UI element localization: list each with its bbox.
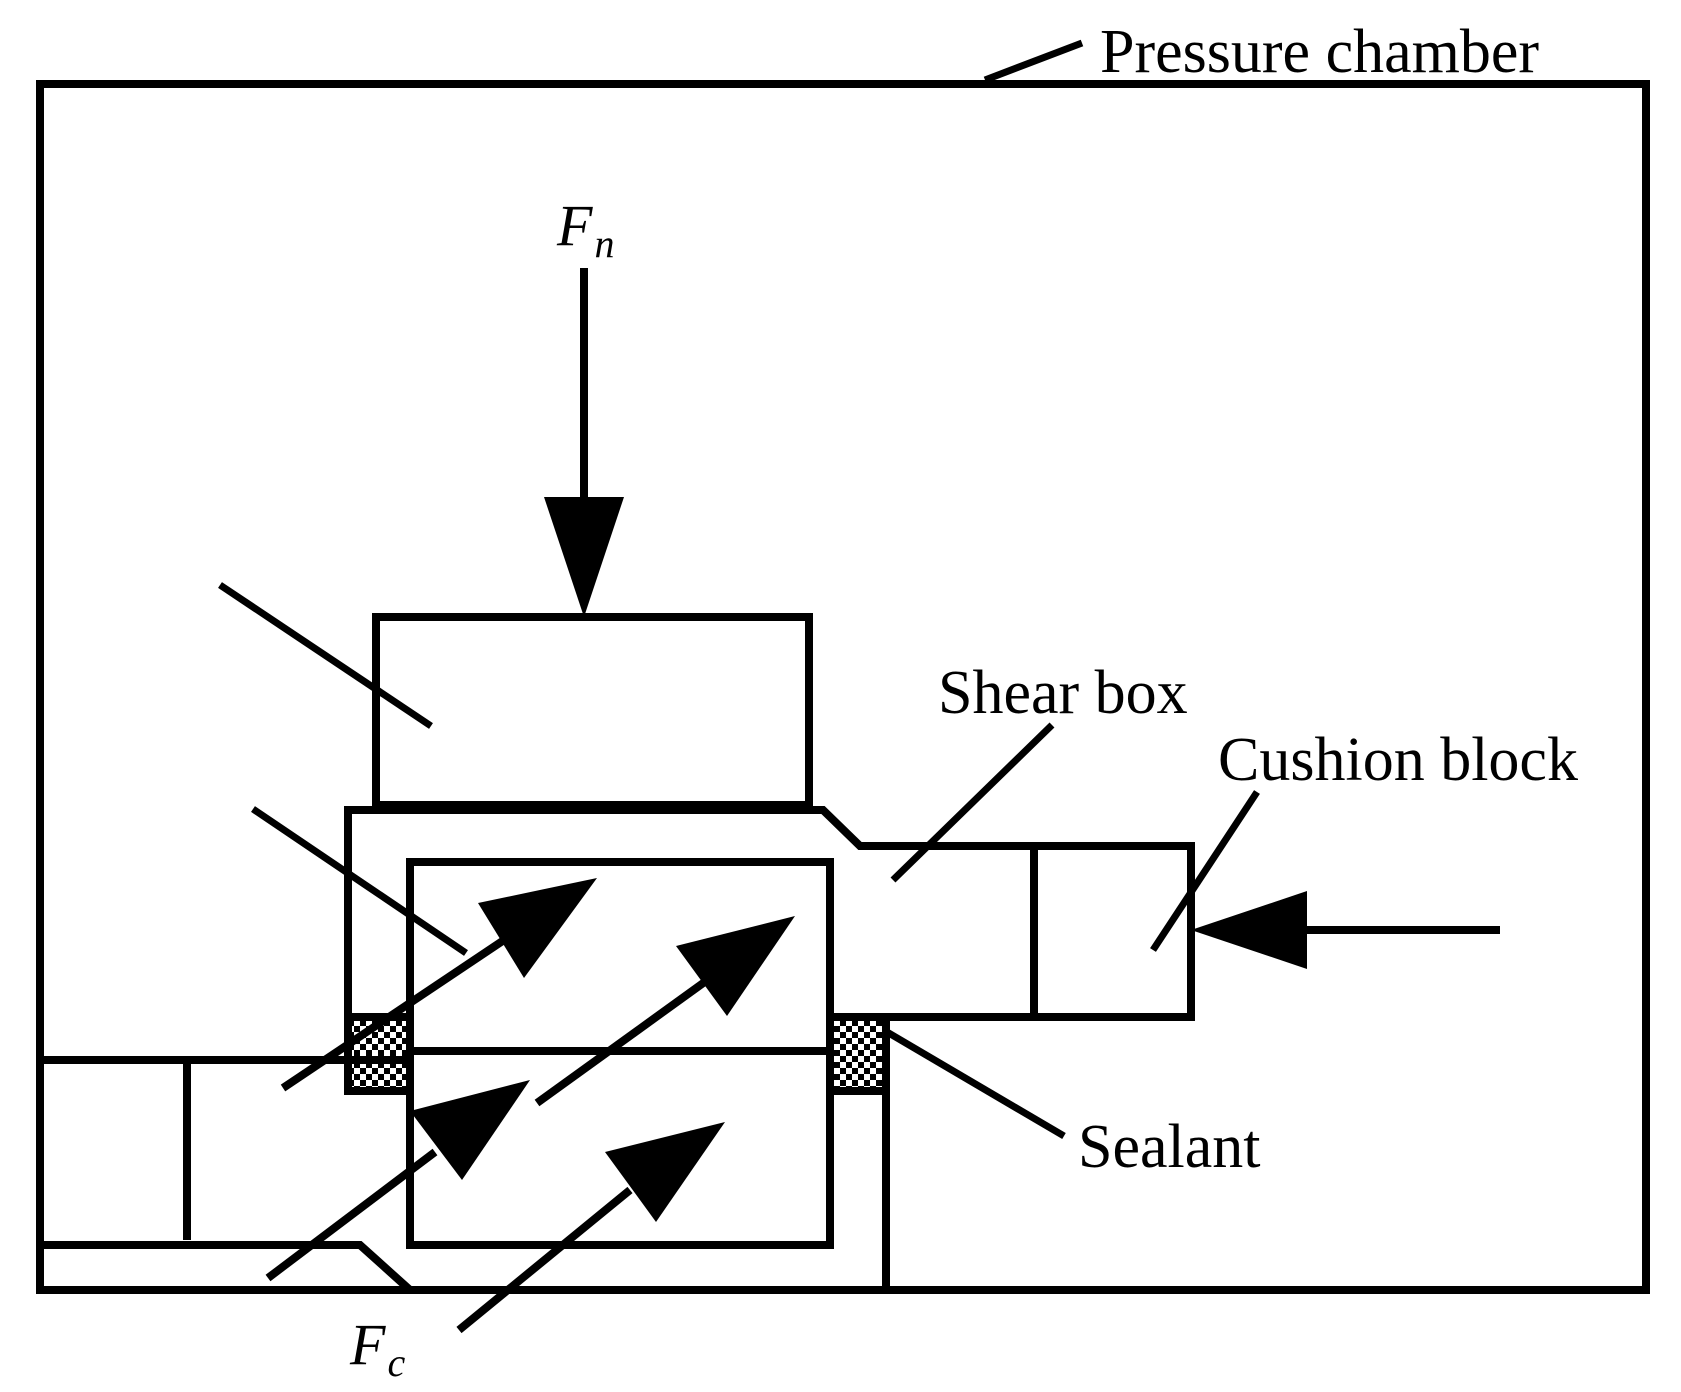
confining-arrow-3-head [410, 1080, 530, 1180]
shear-box-upper [344, 806, 1195, 1094]
sealant-leader [885, 1028, 1066, 1140]
normal-force-arrowhead [544, 497, 624, 617]
confining-arrow-2-head [676, 916, 795, 1016]
upper-block-leader [218, 582, 433, 729]
sealant-label: Sealant [1078, 1113, 1261, 1181]
shear-box-label: Shear box [938, 659, 1188, 727]
shear-box-leader [890, 722, 1055, 883]
cushion-block-label: Cushion block [1218, 726, 1578, 794]
specimen-leader [251, 806, 468, 956]
lower-box-bottom-step [40, 1241, 413, 1293]
confining-arrow-2-shaft [534, 977, 709, 1107]
confining-arrow-3-shaft [265, 1148, 438, 1282]
sealant-left [344, 1013, 414, 1095]
confining-arrow-4-shaft [456, 1186, 633, 1334]
confining-arrow-1-shaft [280, 932, 513, 1092]
pressure-chamber-leader [983, 39, 1084, 84]
normal-force-label: Fn [556, 193, 614, 266]
upper-loading-block [372, 613, 813, 809]
cushion-block-leader [1150, 790, 1260, 952]
pressure-chamber-box [36, 80, 1650, 1294]
pressure-chamber-label: Pressure chamber [1100, 18, 1539, 86]
confining-force-label: Fc [349, 1312, 405, 1385]
sealant-right [826, 1013, 890, 1095]
confining-arrow-1-head [478, 878, 597, 978]
confining-arrow-4-head [605, 1122, 725, 1222]
shear-force-arrowhead [1191, 891, 1307, 969]
